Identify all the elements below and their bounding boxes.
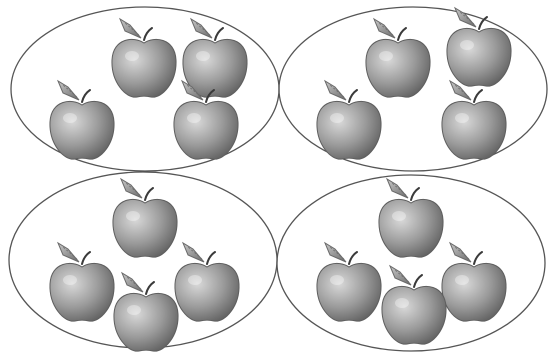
apple-body <box>382 286 446 344</box>
apple-body <box>442 263 506 321</box>
leaf-icon <box>450 243 471 262</box>
apple-body <box>114 293 178 351</box>
group-bottom-right <box>277 175 545 351</box>
group-top-right <box>279 7 547 171</box>
apple-icon <box>113 179 177 257</box>
apple-body <box>175 263 239 321</box>
stem-icon <box>349 252 357 264</box>
apple-icon <box>112 19 176 97</box>
group-bottom-left <box>9 172 277 351</box>
apple-body <box>366 39 430 97</box>
apple-body <box>379 199 443 257</box>
apple-icon <box>50 81 114 159</box>
stem-icon <box>215 28 223 40</box>
stem-icon <box>82 252 90 264</box>
stem-icon <box>144 28 152 40</box>
stem-icon <box>411 188 419 200</box>
stem-icon <box>82 90 90 102</box>
leaf-icon <box>191 19 212 38</box>
stem-icon <box>146 282 154 294</box>
leaf-icon <box>390 266 411 285</box>
stem-icon <box>398 28 406 40</box>
apple-body <box>442 101 506 159</box>
stem-icon <box>414 275 422 287</box>
leaf-icon <box>183 243 204 262</box>
leaf-icon <box>58 243 79 262</box>
apple-body <box>317 263 381 321</box>
apple-icon <box>447 8 511 86</box>
stem-icon <box>474 90 482 102</box>
stem-icon <box>207 252 215 264</box>
apple-icon <box>183 19 247 97</box>
apple-body <box>317 101 381 159</box>
apple-icon <box>442 81 506 159</box>
apple-body <box>113 199 177 257</box>
stem-icon <box>145 188 153 200</box>
leaf-icon <box>122 273 143 292</box>
leaf-icon <box>121 179 142 198</box>
apple-icon <box>442 243 506 321</box>
apple-icon <box>114 273 178 351</box>
apple-body <box>447 28 511 86</box>
leaf-icon <box>58 81 79 100</box>
leaf-icon <box>387 179 408 198</box>
leaf-icon <box>325 81 346 100</box>
stem-icon <box>349 90 357 102</box>
apple-icon <box>366 19 430 97</box>
apple-icon <box>379 179 443 257</box>
stem-icon <box>474 252 482 264</box>
apple-body <box>50 263 114 321</box>
apple-body <box>50 101 114 159</box>
apple-body <box>174 101 238 159</box>
leaf-icon <box>455 8 476 27</box>
apple-icon <box>317 81 381 159</box>
apple-icon <box>317 243 381 321</box>
apple-icon <box>50 243 114 321</box>
group-top-left <box>11 7 279 171</box>
leaf-icon <box>120 19 141 38</box>
apple-body <box>112 39 176 97</box>
leaf-icon <box>374 19 395 38</box>
apple-icon <box>382 266 446 344</box>
apple-icon <box>175 243 239 321</box>
leaf-icon <box>325 243 346 262</box>
